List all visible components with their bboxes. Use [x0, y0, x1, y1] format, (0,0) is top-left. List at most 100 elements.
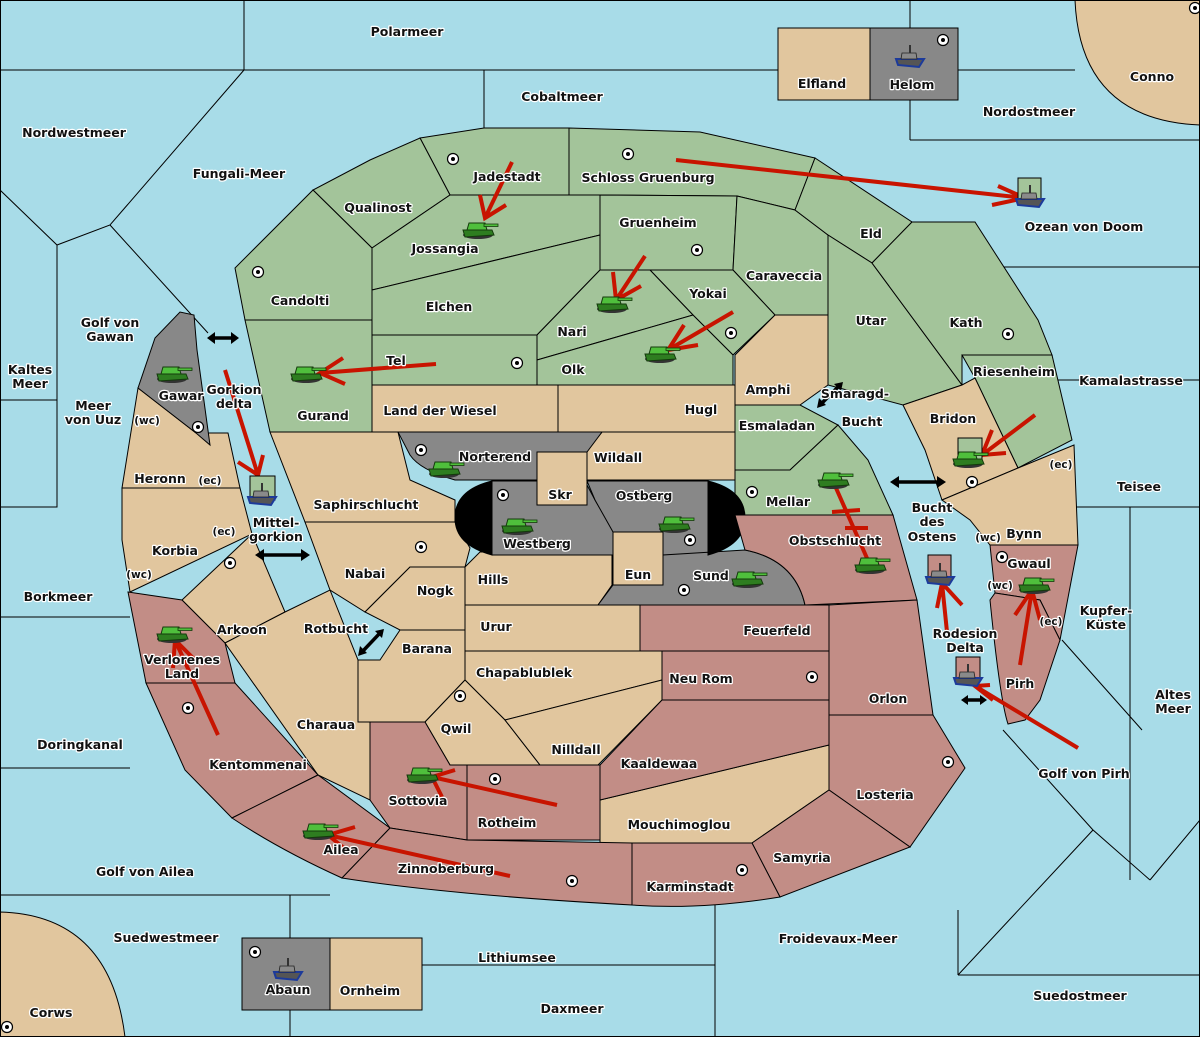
label-gorkion-delta: Gorkion	[206, 382, 261, 397]
label-bynn: Bynn	[1006, 526, 1041, 541]
canal-arrow-icon	[358, 629, 384, 656]
neutral-territories	[121, 314, 1079, 844]
supply-center-icon	[496, 488, 510, 502]
supply-center-icon	[995, 550, 1009, 564]
label-nordostmeer: Nordostmeer	[983, 104, 1076, 119]
territory-karminstadt[interactable]	[631, 842, 781, 907]
label-verlorenes-land: Verlorenes	[144, 652, 220, 667]
label-nordwestmeer: Nordwestmeer	[22, 125, 127, 140]
supply-center-icon	[1188, 1, 1200, 15]
territory-olk[interactable]	[536, 314, 734, 386]
supply-center-icon	[510, 356, 524, 370]
label-meer-von-uuz: Meer	[75, 398, 111, 413]
label-gurand: Gurand	[297, 408, 349, 423]
order-arrow	[831, 487, 872, 566]
order-arrow	[315, 356, 437, 386]
label-yokai: Yokai	[688, 286, 727, 301]
label-mittel-gorkion: Mittel-	[253, 515, 300, 530]
label-caraveccia: Caraveccia	[746, 268, 822, 283]
label-conno: Conno	[1130, 69, 1175, 84]
canal-arrow-icon	[255, 549, 310, 561]
label-mittel-gorkion-2: gorkion	[249, 529, 303, 544]
label-gruenheim: Gruenheim	[619, 215, 696, 230]
label-rodesion-delta: Rodesion	[933, 626, 998, 641]
supply-center-icon	[414, 540, 428, 554]
label-gwaul: Gwaul	[1007, 556, 1050, 571]
label-cobaltmeer: Cobaltmeer	[521, 89, 603, 104]
label-golf-von-gawan-2: Gawan	[86, 329, 134, 344]
label-bucht-des-ostens-3: Ostens	[908, 529, 957, 544]
territory-ornheim[interactable]	[329, 937, 423, 1011]
label-tel: Tel	[386, 353, 406, 368]
label-froidevaux-meer: Froidevaux-Meer	[779, 931, 898, 946]
territory-riesenheim[interactable]	[961, 354, 1073, 469]
label-losteria: Losteria	[856, 787, 913, 802]
coast-marker-ec: (ec)	[1050, 459, 1073, 471]
territory-charaua[interactable]	[224, 589, 371, 801]
territory-pirh[interactable]	[989, 592, 1061, 725]
label-nari: Nari	[557, 324, 586, 339]
supply-center-icon	[453, 689, 467, 703]
label-feuerfeld: Feuerfeld	[743, 623, 810, 638]
label-teisee: Teisee	[1117, 479, 1161, 494]
label-arkoon: Arkoon	[217, 622, 267, 637]
label-qualinost: Qualinost	[344, 200, 411, 215]
territory-corws[interactable]	[0, 911, 126, 1037]
label-gorkion-delta-2: delta	[216, 396, 252, 411]
supply-center-icon	[677, 583, 691, 597]
territory-losteria[interactable]	[828, 714, 966, 848]
label-barana: Barana	[402, 641, 452, 656]
green-territories	[234, 127, 1073, 516]
label-mouchimoglou: Mouchimoglou	[628, 817, 731, 832]
coast-marker-wc: (wc)	[126, 569, 152, 581]
label-hills: Hills	[478, 572, 509, 587]
label-corws: Corws	[30, 1005, 73, 1020]
label-olk: Olk	[561, 362, 585, 377]
label-elfland: Elfland	[798, 76, 846, 91]
supply-center-icon	[191, 420, 205, 434]
territory-kath[interactable]	[871, 221, 1053, 387]
label-sund: Sund	[693, 568, 729, 583]
territory-korbia[interactable]	[121, 487, 253, 593]
label-heronn: Heronn	[134, 471, 186, 486]
label-nabai: Nabai	[345, 566, 386, 581]
label-esmaladan: Esmaladan	[739, 418, 815, 433]
coast-marker-wc: (wc)	[134, 415, 160, 427]
label-gawar: Gawar	[159, 388, 205, 403]
label-kupfer-kueste-2: Küste	[1086, 617, 1126, 632]
label-daxmeer: Daxmeer	[540, 1001, 604, 1016]
label-sottovia: Sottovia	[389, 793, 448, 808]
territory-rotheim[interactable]	[466, 764, 601, 841]
label-saphirschlucht: Saphirschlucht	[314, 497, 419, 512]
coast-marker-ec: (ec)	[213, 526, 236, 538]
territory-conno[interactable]	[1074, 0, 1200, 126]
territory-westberg[interactable]	[491, 480, 614, 556]
label-smaragd-bucht-2: Bucht	[842, 414, 883, 429]
label-korbia: Korbia	[152, 543, 198, 558]
territory-amphi[interactable]	[734, 314, 829, 406]
label-kamalastrasse: Kamalastrasse	[1079, 373, 1183, 388]
label-golf-von-ailea: Golf von Ailea	[96, 864, 194, 879]
label-amphi: Amphi	[746, 382, 791, 397]
canal-arrow-icon	[817, 382, 843, 408]
order-arrows	[171, 158, 1080, 878]
coast-marker-wc: (wc)	[987, 580, 1013, 592]
label-kaaldewaa: Kaaldewaa	[621, 756, 698, 771]
territory-obstschlucht[interactable]	[734, 514, 918, 606]
label-mellar: Mellar	[766, 494, 811, 509]
label-obstschlucht: Obstschlucht	[789, 533, 881, 548]
label-hugl: Hugl	[685, 402, 718, 417]
supply-center-icon	[565, 874, 579, 888]
territory-elfland[interactable]	[777, 27, 871, 101]
label-candolti: Candolti	[271, 293, 330, 308]
territory-nilldall[interactable]	[504, 679, 663, 766]
supply-center-icon	[488, 772, 502, 786]
label-bucht-des-ostens: Bucht	[912, 500, 953, 515]
supply-center-icon	[941, 755, 955, 769]
territory-gruenheim[interactable]	[599, 194, 738, 271]
label-utar: Utar	[856, 313, 888, 328]
label-ostberg: Ostberg	[616, 488, 673, 503]
territory-kaaldewaa[interactable]	[599, 699, 830, 801]
coast-marker-ec: (ec)	[199, 475, 222, 487]
